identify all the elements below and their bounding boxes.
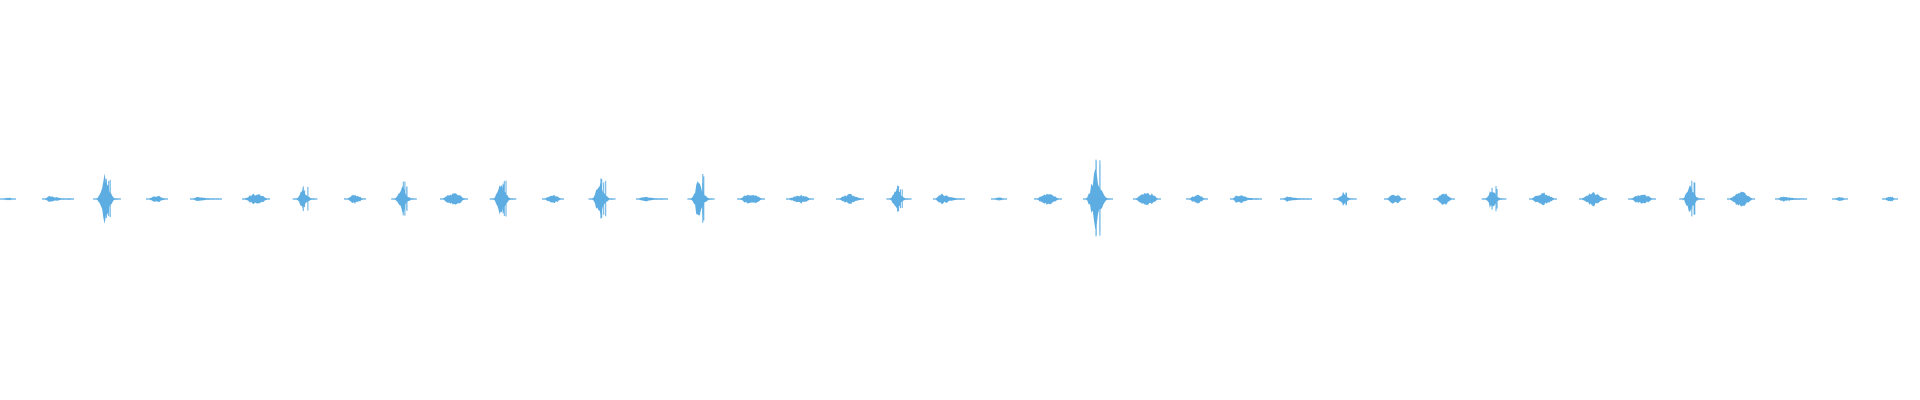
waveform-blip: [1628, 194, 1656, 204]
waveform-blip: [489, 180, 517, 217]
waveform-blip: [1481, 186, 1507, 212]
waveform-blip: [886, 185, 912, 212]
waveform-blip: [42, 195, 74, 202]
waveform-blip: [786, 194, 814, 204]
waveform-blip: [146, 195, 168, 203]
waveform-blip: [991, 197, 1007, 201]
waveform-blip: [1433, 193, 1455, 205]
waveform-blip: [1333, 192, 1357, 206]
waveform-blip: [93, 173, 121, 224]
waveform-blip: [242, 193, 270, 205]
waveform-blip: [1384, 194, 1406, 204]
waveform-blip: [1280, 196, 1312, 202]
waveform-blip: [1679, 180, 1705, 217]
waveform-blip: [1775, 196, 1807, 202]
waveform-blip: [542, 194, 564, 203]
waveform-blip: [1832, 197, 1848, 202]
waveform-blip: [636, 196, 668, 202]
waveform-blip: [836, 193, 864, 205]
waveform-blip: [344, 194, 366, 205]
waveform-blip-shape: [1484, 191, 1504, 208]
waveform-blip: [1579, 192, 1607, 207]
waveform-blip: [1529, 192, 1557, 206]
waveform-blips: [0, 159, 1898, 237]
waveform-blip: [588, 178, 616, 219]
waveform-blip: [0, 197, 16, 201]
waveform-blip: [1882, 196, 1898, 202]
waveform-blip: [391, 181, 417, 216]
waveform-blip: [1727, 191, 1755, 207]
waveform-blip: [933, 193, 965, 205]
waveform-blip: [292, 186, 318, 211]
waveform-blip: [440, 193, 468, 205]
waveform-blip: [687, 174, 715, 223]
waveform-blip-shape: [690, 181, 712, 216]
waveform-blip-shape: [394, 185, 414, 214]
waveform-blip: [1230, 195, 1262, 204]
waveform-blip: [1186, 194, 1208, 204]
waveform-blip: [1133, 192, 1161, 205]
waveform-blip: [737, 194, 765, 204]
waveform-blip: [1034, 193, 1062, 205]
waveform-blip: [190, 196, 222, 201]
waveform-blip: [1083, 159, 1113, 237]
